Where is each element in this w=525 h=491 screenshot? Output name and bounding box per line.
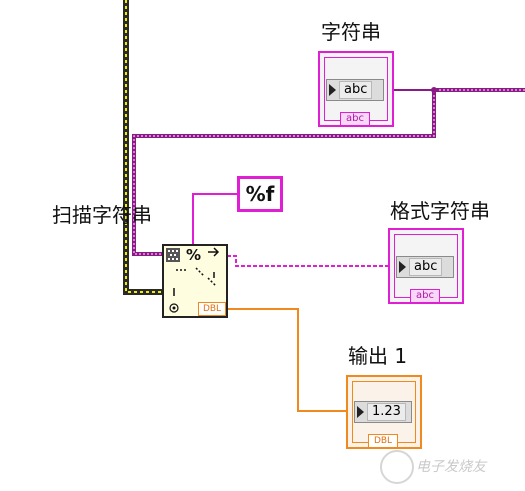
string-type-tag: abc: [340, 112, 370, 126]
watermark-logo-icon: [380, 450, 414, 484]
output-indicator-display: 1.23: [354, 401, 412, 423]
format-constant-wire[interactable]: [192, 193, 237, 246]
wire-junction: [431, 87, 437, 93]
output-indicator-value: 1.23: [367, 403, 406, 421]
error-wire[interactable]: [123, 0, 166, 295]
format-string-indicator[interactable]: abc abc: [388, 228, 464, 304]
string-indicator-display: abc: [326, 79, 384, 101]
format-string-indicator-display: abc: [396, 256, 454, 278]
scan-node-icon: [166, 247, 220, 313]
scan-node-dbl-tag: DBL: [198, 302, 226, 316]
indicator-arrow-icon: [357, 406, 364, 418]
format-constant[interactable]: %f: [237, 176, 283, 212]
string-input-wire[interactable]: [132, 88, 525, 256]
indicator-arrow-icon: [329, 84, 336, 96]
watermark: 电子发烧友: [416, 459, 486, 475]
scan-from-string-node[interactable]: % DBL: [162, 244, 228, 318]
output-indicator[interactable]: 1.23 DBL: [346, 375, 422, 449]
numeric-output-wire[interactable]: [227, 308, 348, 412]
string-indicator-label: 字符串: [321, 20, 381, 44]
format-string-label: 格式字符串: [390, 199, 490, 223]
string-indicator[interactable]: abc abc: [318, 51, 394, 127]
remaining-string-wire[interactable]: [227, 255, 394, 267]
format-string-indicator-value: abc: [409, 258, 443, 276]
format-string-type-tag: abc: [410, 289, 440, 303]
indicator-arrow-icon: [399, 261, 406, 273]
scan-string-label: 扫描字符串: [52, 203, 152, 227]
string-indicator-value: abc: [339, 81, 373, 99]
scan-node-percent-glyph: %: [186, 246, 202, 264]
output-label: 输出 1: [348, 344, 408, 368]
output-type-tag: DBL: [368, 434, 398, 448]
